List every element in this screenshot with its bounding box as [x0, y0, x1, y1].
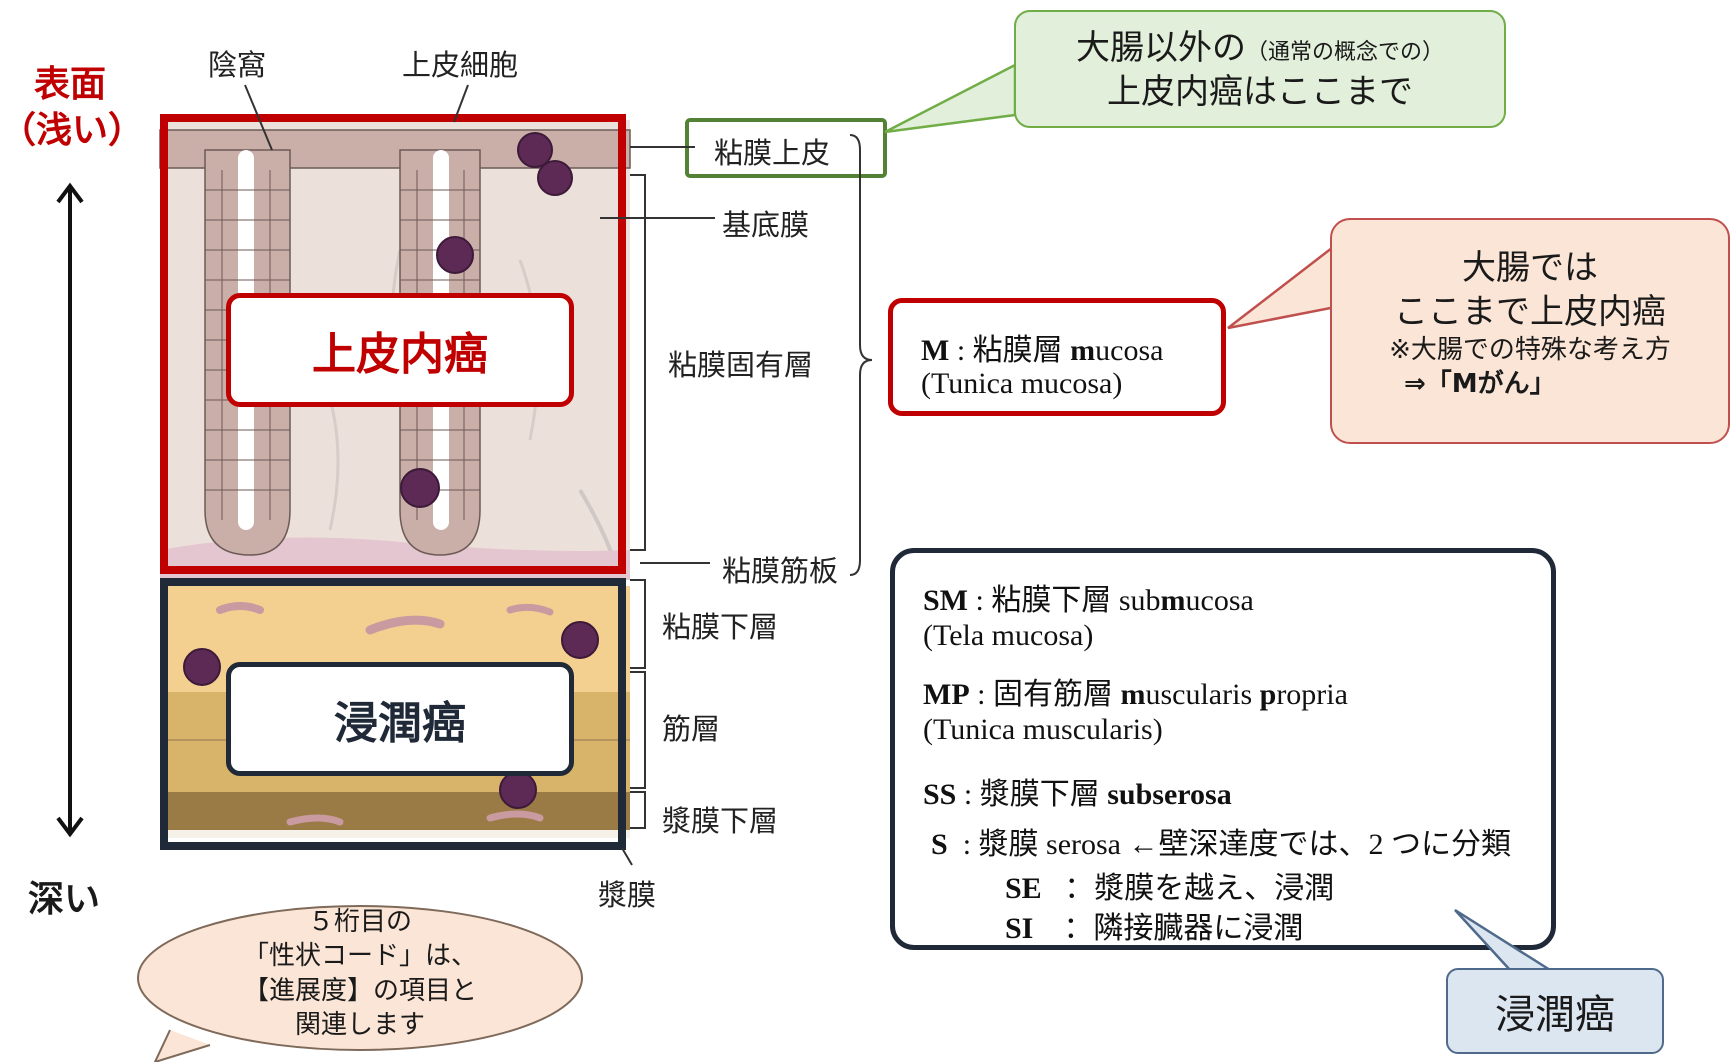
bubble-line1: ５桁目の: [307, 907, 412, 937]
legend-s: S : 漿膜 serosa ←壁深達度では、2 つに分類: [931, 828, 1512, 861]
green-callout-small: （通常の概念での）: [1245, 40, 1444, 65]
invasive-callout: 浸潤癌: [1446, 968, 1664, 1054]
legend-sm-code: SM: [923, 584, 968, 617]
intraepithelial-label: 上皮内癌: [226, 293, 574, 407]
green-callout-main: 大腸以外の: [1075, 28, 1246, 68]
legend-mp-en-m: m: [1120, 678, 1146, 711]
label-serosa: 漿膜: [598, 878, 657, 912]
legend-si: SI ：隣接臓器に浸潤: [1005, 903, 1303, 947]
label-crypt: 陰窩: [208, 48, 267, 82]
mucosa-definition-box: M : 粘膜層 mucosa (Tunica mucosa): [888, 298, 1226, 416]
cancer-cell: [183, 648, 221, 686]
layer-brackets: [600, 134, 873, 866]
mucosa-jp: 粘膜層: [972, 334, 1063, 367]
legend-ss-en: subserosa: [1107, 778, 1232, 811]
legend-sm-en-post: ucosa: [1185, 584, 1254, 617]
legend-sm-latin: (Tela mucosa): [923, 619, 1094, 652]
cancer-cell: [436, 236, 474, 274]
label-muscularis-mucosae: 粘膜筋板: [722, 554, 839, 588]
cancer-cell: [400, 468, 440, 508]
orange-callout-note: ※大腸での特殊な考え方: [1389, 335, 1671, 366]
axis-surface-line1: 表面: [33, 64, 106, 105]
legend-ss-code: SS: [923, 778, 957, 811]
label-epithelial-cell: 上皮細胞: [402, 48, 519, 82]
legend-mp-latin: (Tunica muscularis): [923, 713, 1163, 746]
depth-arrow: [56, 182, 84, 838]
speech-bubble-text: ５桁目の 「性状コード」は、 【進展度】の項目と 関連します: [200, 905, 520, 1042]
axis-deep-label: 深い: [28, 879, 101, 920]
label-basement-membrane: 基底膜: [722, 208, 810, 242]
legend-sm-en-bold: m: [1160, 584, 1186, 617]
bubble-line3: 【進展度】の項目と: [242, 975, 477, 1006]
mucosa-sep: :: [956, 334, 966, 367]
top-label-leaders: [244, 84, 469, 151]
mucosa-line1: M : 粘膜層 mucosa: [921, 325, 1163, 369]
bubble-line2: 「性状コード」は、: [242, 941, 477, 972]
green-callout: 大腸以外の（通常の概念での） 上皮内癌はここまで: [1014, 10, 1506, 128]
orange-callout-arrow-note: ⇒「Mがん」: [1404, 369, 1556, 400]
orange-callout-line1: 大腸では: [1462, 248, 1598, 288]
intraepithelial-zone-frame: [160, 114, 626, 574]
legend-mp-code: MP: [923, 678, 970, 711]
orange-callout: 大腸では ここまで上皮内癌 ※大腸での特殊な考え方 ⇒「Mがん」: [1330, 218, 1730, 444]
legend-si-desc: ：隣接臓器に浸潤: [1063, 912, 1304, 945]
legend-si-code: SI: [1005, 912, 1034, 945]
legend-mp-en-mid: uscularis: [1145, 678, 1260, 711]
green-callout-line2: 上皮内癌はここまで: [1107, 72, 1413, 113]
legend-sm-en-pre: sub: [1118, 584, 1161, 617]
legend-s-note: ←壁深達度では、2 つに分類: [1128, 828, 1512, 861]
axis-surface-line2: （浅い）: [0, 110, 145, 151]
legend-ss: SS : 漿膜下層 subserosa: [923, 778, 1232, 811]
mucosa-line2: (Tunica mucosa): [921, 367, 1123, 400]
green-callout-tail: [884, 62, 1017, 134]
legend-mp-en-post: ropria: [1276, 678, 1348, 711]
invasive-label: 浸潤癌: [226, 662, 574, 776]
label-mucosal-epithelium: 粘膜上皮: [714, 136, 831, 170]
axis-surface-sub: （浅い）: [0, 108, 145, 153]
mucosa-en-bold: m: [1070, 334, 1096, 367]
cancer-cells: [183, 132, 599, 809]
invasive-callout-tail: [1454, 908, 1555, 972]
label-subserosa: 漿膜下層: [662, 804, 779, 838]
axis-surface-label: 表面: [20, 62, 120, 107]
legend-sm-jp: 粘膜下層: [991, 584, 1112, 617]
cancer-cell: [537, 160, 573, 196]
label-submucosa: 粘膜下層: [662, 610, 779, 644]
green-callout-line1: 大腸以外の（通常の概念での）: [1016, 26, 1504, 70]
legend-s-jp: 漿膜: [978, 828, 1039, 861]
legend-sm: SM : 粘膜下層 submucosa: [923, 584, 1254, 617]
legend-se: SE ：漿膜を越え、浸潤: [1005, 863, 1334, 907]
label-lamina-propria: 粘膜固有層: [668, 348, 814, 382]
legend-ss-jp: 漿膜下層: [979, 778, 1100, 811]
label-muscle-layer: 筋層: [662, 712, 721, 746]
cancer-cell: [517, 132, 553, 168]
legend-se-desc: ：漿膜を越え、浸潤: [1064, 872, 1335, 905]
legend-s-en: serosa: [1046, 828, 1122, 861]
invasion-depth-legend: SM : 粘膜下層 submucosa (Tela mucosa) MP : 固…: [890, 548, 1556, 950]
legend-mp-en-p: p: [1259, 678, 1277, 711]
legend-mp: MP : 固有筋層 muscularis propria: [923, 678, 1348, 711]
mucosa-code: M: [921, 334, 950, 367]
orange-callout-line2: ここまで上皮内癌: [1394, 292, 1666, 333]
orange-callout-tail: [1227, 238, 1343, 330]
legend-s-code: S: [931, 828, 948, 861]
speech-bubble-shape: [137, 905, 583, 1062]
cancer-cell: [561, 621, 599, 659]
legend-mp-jp: 固有筋層: [992, 678, 1113, 711]
legend-se-code: SE: [1005, 872, 1042, 905]
bubble-line4: 関連します: [294, 1009, 425, 1040]
invasive-zone-frame: [160, 578, 626, 850]
mucosa-en-rest: ucosa: [1095, 334, 1164, 367]
